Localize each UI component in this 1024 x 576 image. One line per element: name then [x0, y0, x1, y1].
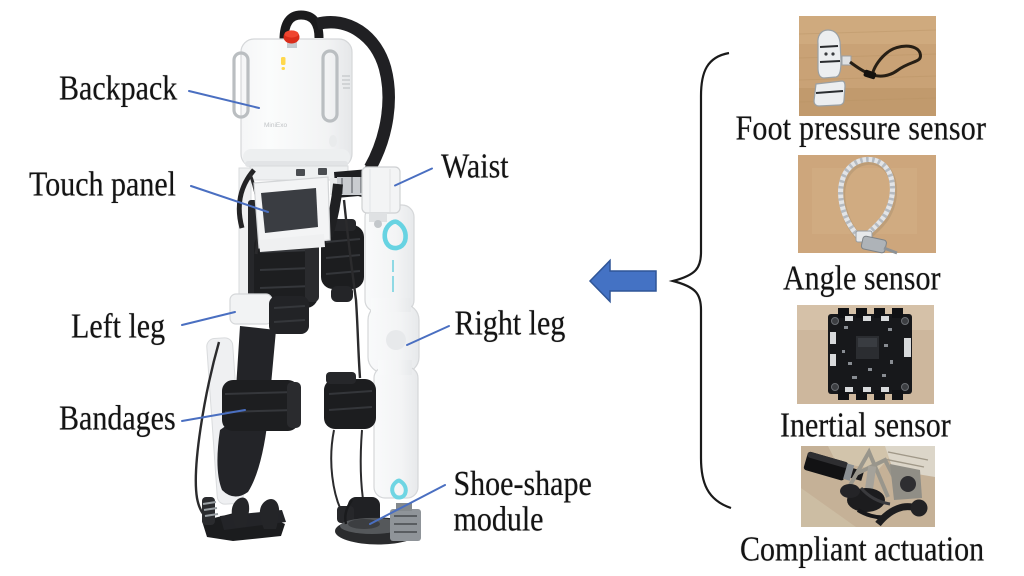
svg-text:MiniExo: MiniExo: [264, 122, 288, 129]
